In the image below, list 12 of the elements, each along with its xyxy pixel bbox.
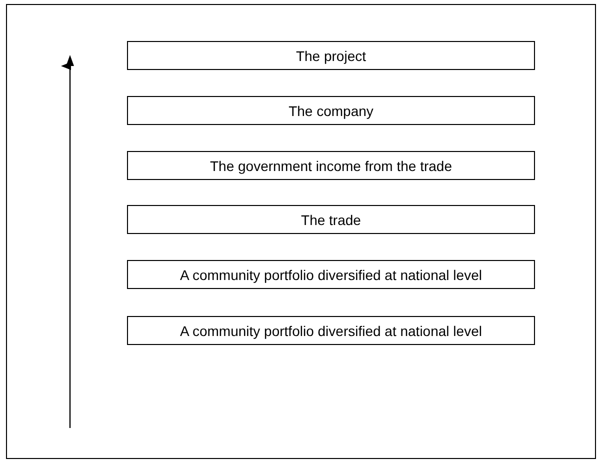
- level-box: [127, 205, 535, 234]
- level-box: [127, 41, 535, 70]
- level-label: The project: [296, 48, 366, 64]
- level-box: [127, 316, 535, 345]
- level-label: A community portfolio diversified at national level: [180, 322, 482, 338]
- level-label: The trade: [301, 212, 361, 228]
- level-box: [127, 260, 535, 289]
- level-label: A community portfolio diversified at national level: [180, 266, 482, 282]
- level-label: The government income from the trade: [210, 158, 452, 174]
- level-box: [127, 151, 535, 180]
- level-label: The company: [288, 102, 374, 118]
- level-box: [127, 96, 535, 125]
